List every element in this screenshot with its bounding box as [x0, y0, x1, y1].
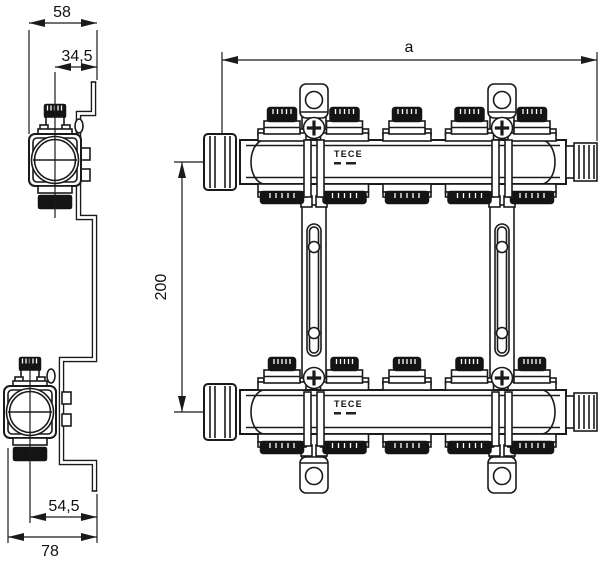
dim-label-54-5: 54,5	[48, 498, 79, 515]
outlet-connector	[319, 433, 370, 455]
side-view: 58 34,5 54,5 78	[3, 4, 98, 560]
flow-valve	[444, 106, 495, 142]
outlet-connector	[257, 433, 307, 455]
outlet-connector	[444, 183, 495, 205]
flow-valve	[257, 356, 307, 391]
dimension-54-5: 54,5	[30, 494, 98, 543]
outlet-connector	[382, 433, 432, 455]
bracket-clip-icon	[46, 368, 56, 384]
wall-bracket-profile	[46, 81, 98, 492]
flow-valve	[382, 106, 432, 142]
dim-label-34-5: 34,5	[61, 48, 92, 65]
dimension-78: 78	[7, 448, 97, 560]
end-fitting-bottom	[565, 392, 598, 432]
outlet-connector	[507, 433, 557, 455]
dimension-a: a	[221, 39, 598, 141]
flow-valve	[444, 356, 495, 391]
outlet-connector	[444, 433, 495, 455]
dimension-34-5: 34,5	[55, 48, 97, 71]
union-nut-top	[203, 133, 237, 191]
front-view: a 200	[153, 39, 598, 494]
dim-label-a: a	[405, 39, 414, 56]
tece-logo-bottom: TECE	[334, 399, 363, 415]
tece-logo-top: TECE	[334, 149, 363, 165]
flow-valve	[319, 356, 370, 391]
dim-label-58: 58	[53, 4, 71, 21]
logo-fineprint-mark	[346, 162, 356, 165]
logo-fineprint-mark	[346, 412, 356, 415]
logo-fineprint-mark	[334, 412, 341, 415]
outlet-connector	[319, 183, 370, 205]
manifold-top-bar: TECE	[203, 133, 598, 191]
bracket-clip-icon	[74, 118, 84, 134]
dimension-200: 200	[153, 161, 204, 413]
manifold-bottom-bar: TECE	[203, 383, 598, 441]
dimension-58: 58	[28, 4, 98, 134]
dim-label-78: 78	[41, 543, 59, 560]
svg-text:TECE: TECE	[334, 149, 363, 159]
outlet-connector	[507, 183, 557, 205]
outlet-connector	[257, 183, 307, 205]
logo-fineprint-mark	[334, 162, 341, 165]
dim-label-200: 200	[153, 274, 170, 301]
outlet-connector	[382, 183, 432, 205]
svg-text:TECE: TECE	[334, 399, 363, 409]
end-fitting-top	[565, 142, 598, 182]
flow-valve	[257, 106, 307, 142]
union-nut-bottom	[203, 383, 237, 441]
flow-valve	[382, 356, 432, 391]
flow-valve	[507, 356, 557, 391]
